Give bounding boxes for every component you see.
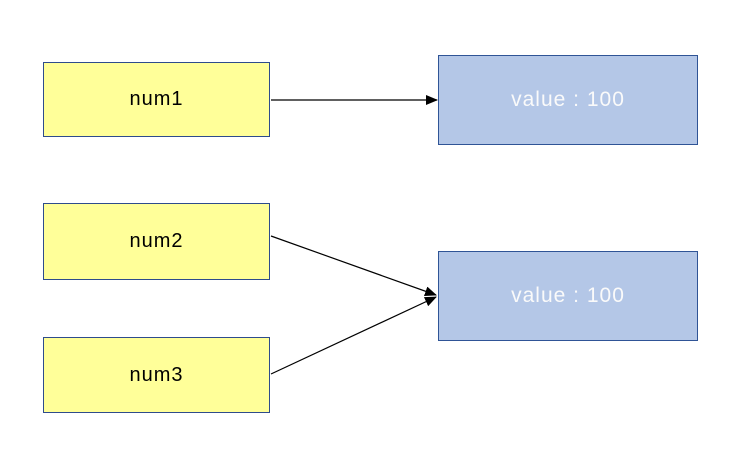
- arrow-num2-to-value2: [270, 235, 437, 297]
- variable-label-num2: num2: [129, 230, 184, 252]
- arrow-num3-to-value2: [270, 296, 437, 375]
- value-label-2: value : 100: [511, 284, 625, 307]
- variable-label-num3: num3: [129, 363, 184, 386]
- value-box-1: value : 100: [438, 55, 698, 145]
- variable-box-num2: num2: [43, 203, 270, 280]
- value-label-1: value : 100: [511, 88, 625, 111]
- variable-box-num1: num1: [43, 62, 270, 137]
- value-box-2: value : 100: [438, 251, 698, 341]
- variable-label-num1: num1: [129, 88, 184, 110]
- variable-box-num3: num3: [43, 337, 270, 413]
